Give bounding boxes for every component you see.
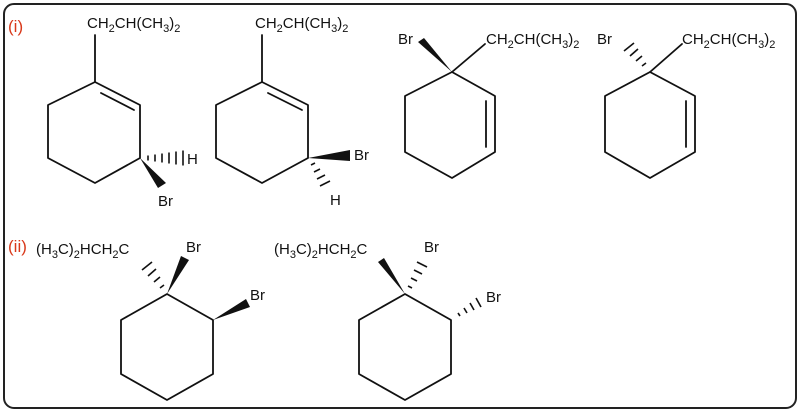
molecule-5: (H3C)2HCH2C Br Br [36,239,265,401]
molecule-3: Br CH2CH(CH3)2 [398,31,579,179]
br-label: Br [597,31,612,48]
figure-frame [3,3,797,409]
br-label: Br [424,239,439,256]
br-label: Br [354,147,369,164]
br-label: Br [250,287,265,304]
part-label-ii: (ii) [8,237,27,256]
molecule-2: CH2CH(CH3)2 Br H [215,15,369,209]
h-label: H [187,151,198,168]
br-label: Br [186,239,201,256]
isobutyl-label: CH2CH(CH3)2 [255,15,348,35]
br-label: Br [398,31,413,48]
isobutyl-label: CH2CH(CH3)2 [486,31,579,51]
part-label-i: (i) [8,17,23,36]
molecule-1: CH2CH(CH3)2 H Br [47,15,198,210]
isobutyl-label: CH2CH(CH3)2 [87,15,180,35]
molecule-6: (H3C)2HCH2C Br Br [274,239,501,401]
molecule-4: Br CH2CH(CH3)2 [597,31,775,179]
h-label: H [330,192,341,209]
br-label: Br [486,289,501,306]
br-label: Br [158,193,173,210]
isobutyl-reversed-label: (H3C)2HCH2C [274,241,368,261]
isobutyl-reversed-label: (H3C)2HCH2C [36,241,130,261]
isobutyl-label: CH2CH(CH3)2 [682,31,775,51]
